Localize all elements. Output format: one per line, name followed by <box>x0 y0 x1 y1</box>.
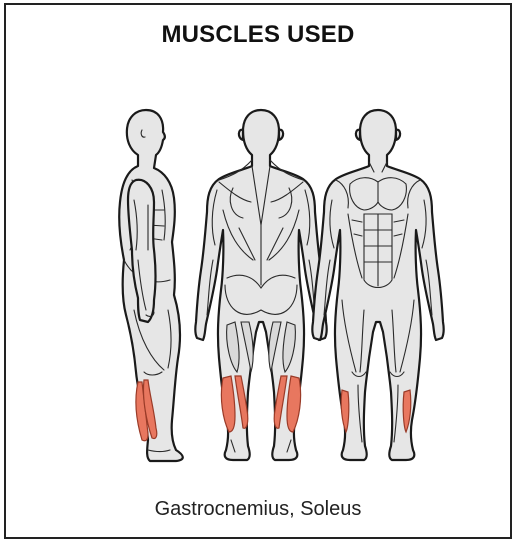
muscle-diagram-figures <box>6 100 514 470</box>
back-view-figure <box>195 110 326 460</box>
panel-title: MUSCLES USED <box>6 21 510 49</box>
muscles-caption: Gastrocnemius, Soleus <box>6 498 510 521</box>
muscles-used-panel: MUSCLES USED <box>4 3 512 539</box>
side-view-figure <box>119 110 183 461</box>
front-left-soleus-muscle <box>341 390 349 432</box>
front-view-figure <box>312 110 443 460</box>
